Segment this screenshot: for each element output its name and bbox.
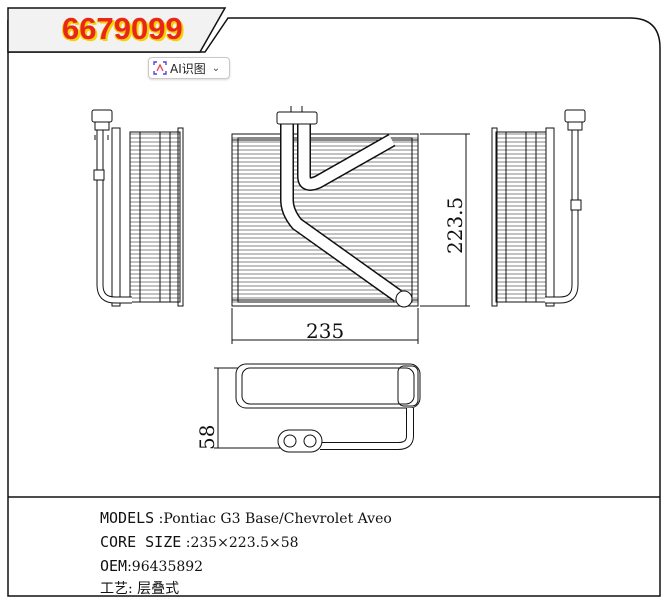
dimension-height: 223.5: [443, 197, 467, 254]
dimension-depth: 58: [195, 425, 219, 450]
spec-oem-key: OEM: [100, 557, 128, 575]
chevron-down-icon: ⌄: [211, 62, 221, 74]
ai-button-label: AI识图: [170, 61, 206, 76]
ai-scan-icon: [153, 61, 167, 75]
drawing-frame: [7, 17, 661, 597]
spec-oem: OEM:96435892: [100, 557, 203, 576]
side-view-left: [91, 109, 184, 307]
spec-core-value: :235×223.5×58: [185, 535, 299, 551]
spec-models-key: MODELS: [100, 509, 155, 527]
top-view: [235, 363, 421, 453]
spec-process-key: 工艺:: [100, 581, 133, 597]
title-tab: [7, 7, 227, 53]
spec-process-value: 层叠式: [137, 581, 180, 597]
dimension-lines: [214, 133, 470, 449]
spec-process: 工艺: 层叠式: [100, 580, 179, 598]
spec-oem-value: :96435892: [127, 559, 204, 575]
spec-models-value: :Pontiac G3 Base/Chevrolet Aveo: [158, 511, 392, 527]
spec-core-size: CORE SIZE :235×223.5×58: [100, 533, 299, 552]
part-number: 6679099: [62, 11, 183, 46]
side-view-right: [491, 109, 586, 307]
ai-recognize-button[interactable]: AI识图 ⌄: [148, 57, 230, 79]
spec-core-key: CORE SIZE: [100, 533, 182, 551]
front-view: [231, 106, 419, 308]
spec-models: MODELS :Pontiac G3 Base/Chevrolet Aveo: [100, 509, 392, 528]
dimension-width: 235: [306, 319, 344, 343]
